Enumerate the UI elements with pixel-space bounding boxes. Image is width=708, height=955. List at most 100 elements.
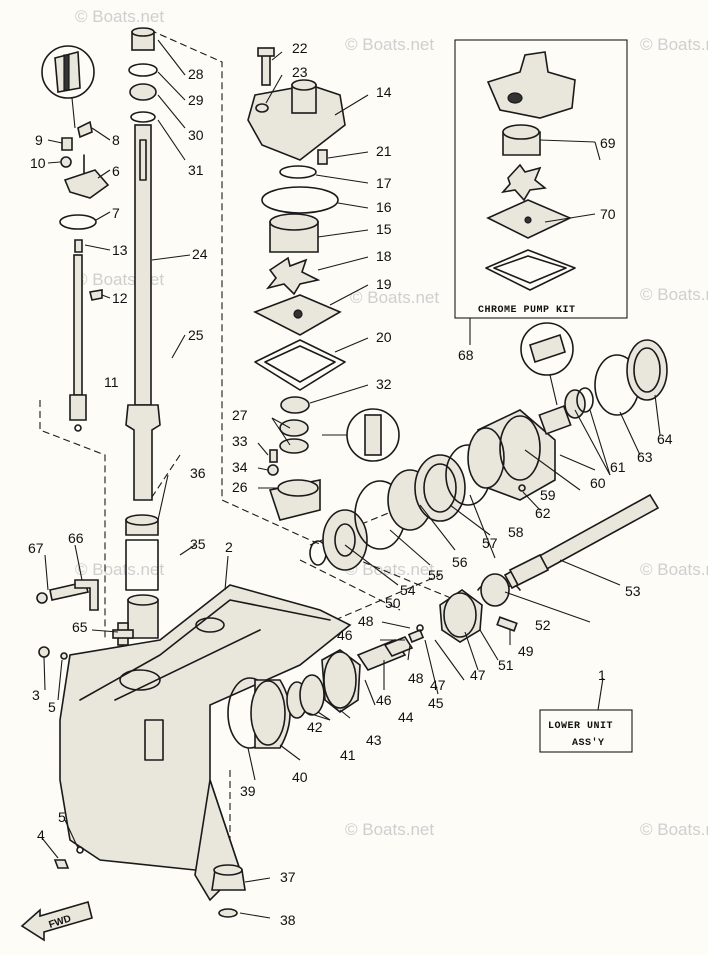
callout: 33 xyxy=(232,433,248,449)
callout: 39 xyxy=(240,783,256,799)
driveshaft-seals xyxy=(128,27,158,123)
callout: 16 xyxy=(376,199,392,215)
water-pump-stack xyxy=(247,47,346,521)
callout: 5 xyxy=(58,809,66,825)
callout: 62 xyxy=(535,505,551,521)
callout: 19 xyxy=(376,276,392,292)
callout: 18 xyxy=(376,248,392,264)
callout: 63 xyxy=(637,449,653,465)
callout: 47 xyxy=(470,667,486,683)
callout: 50 xyxy=(385,595,401,611)
callout: 47 xyxy=(430,677,446,693)
callout: 7 xyxy=(112,205,120,221)
detail-circle-seal xyxy=(322,408,400,462)
callout: 60 xyxy=(590,475,606,491)
callout: 61 xyxy=(610,459,626,475)
callout: 48 xyxy=(408,670,424,686)
watermark: © Boats.net xyxy=(345,35,434,54)
callout: 52 xyxy=(535,617,551,633)
shift-rod xyxy=(59,120,110,432)
callout: 54 xyxy=(400,582,416,598)
gear-assembly xyxy=(227,493,660,749)
callout: 46 xyxy=(337,627,353,643)
watermark: © Boats.net xyxy=(640,285,708,304)
callout: 66 xyxy=(68,530,84,546)
fwd-arrow: FWD xyxy=(20,900,93,942)
callout: 32 xyxy=(376,376,392,392)
callout: 44 xyxy=(398,709,414,725)
callout: 29 xyxy=(188,92,204,108)
callout: 1 xyxy=(598,667,606,683)
watermark: © Boats.net xyxy=(345,820,434,839)
callout: 6 xyxy=(112,163,120,179)
callout: 8 xyxy=(112,132,120,148)
callout: 51 xyxy=(498,657,514,673)
callout: 9 xyxy=(35,132,43,148)
assy-label-line2: ASS'Y xyxy=(572,737,605,749)
callout: 57 xyxy=(482,535,498,551)
callout: 2 xyxy=(225,539,233,555)
callout: 31 xyxy=(188,162,204,178)
callout: 3 xyxy=(32,687,40,703)
callout: 45 xyxy=(428,695,444,711)
callout: 36 xyxy=(190,465,206,481)
callout: 37 xyxy=(280,869,296,885)
callout: 34 xyxy=(232,459,248,475)
callout: 14 xyxy=(376,84,392,100)
callout: 10 xyxy=(30,155,46,171)
callout: 48 xyxy=(358,613,374,629)
callout: 17 xyxy=(376,175,392,191)
anode-parts xyxy=(53,846,246,918)
kit-label: CHROME PUMP KIT xyxy=(478,305,576,316)
callout: 58 xyxy=(508,524,524,540)
callout: 67 xyxy=(28,540,44,556)
watermark: © Boats.net xyxy=(345,560,434,579)
leader-lines xyxy=(41,39,661,919)
callout: 24 xyxy=(192,246,208,262)
callout: 27 xyxy=(232,407,248,423)
callout: 35 xyxy=(190,536,206,552)
callout: 69 xyxy=(600,135,616,151)
callout: 25 xyxy=(188,327,204,343)
callout: 11 xyxy=(104,374,119,390)
callout: 21 xyxy=(376,143,392,159)
callout: 55 xyxy=(428,567,444,583)
watermark: © Boats.net xyxy=(75,7,164,26)
callout: 13 xyxy=(112,242,128,258)
callout: 68 xyxy=(458,347,474,363)
watermark: © Boats.net xyxy=(75,560,164,579)
callout: 70 xyxy=(600,206,616,222)
callout: 59 xyxy=(540,487,556,503)
callout: 40 xyxy=(292,769,308,785)
callout: 5 xyxy=(48,699,56,715)
callout: 20 xyxy=(376,329,392,345)
detail-circle-shift xyxy=(41,45,95,129)
callout: 65 xyxy=(72,619,88,635)
lower-case xyxy=(59,584,352,902)
callout: 53 xyxy=(625,583,641,599)
chrome-pump-kit-box: CHROME PUMP KIT xyxy=(454,39,628,319)
callout: 64 xyxy=(657,431,673,447)
callout: 4 xyxy=(37,827,45,843)
driveshaft-sleeves xyxy=(125,514,159,639)
callout: 38 xyxy=(280,912,296,928)
callout: 23 xyxy=(292,64,308,80)
callout: 22 xyxy=(292,40,308,56)
callout: 28 xyxy=(188,66,204,82)
callout: 26 xyxy=(232,479,248,495)
callout: 46 xyxy=(376,692,392,708)
watermark: © Boats.net xyxy=(640,35,708,54)
lower-unit-assy-box: LOWER UNIT ASS'Y xyxy=(539,677,633,753)
watermark: © Boats.net xyxy=(350,288,439,307)
callout: 12 xyxy=(112,290,128,306)
callout: 56 xyxy=(452,554,468,570)
assy-label-line1: LOWER UNIT xyxy=(548,721,613,732)
callout: 41 xyxy=(340,747,356,763)
bearing-housing xyxy=(309,322,668,571)
callout: 30 xyxy=(188,127,204,143)
watermark: © Boats.net xyxy=(640,820,708,839)
callout: 15 xyxy=(376,221,392,237)
callout: 42 xyxy=(307,719,323,735)
